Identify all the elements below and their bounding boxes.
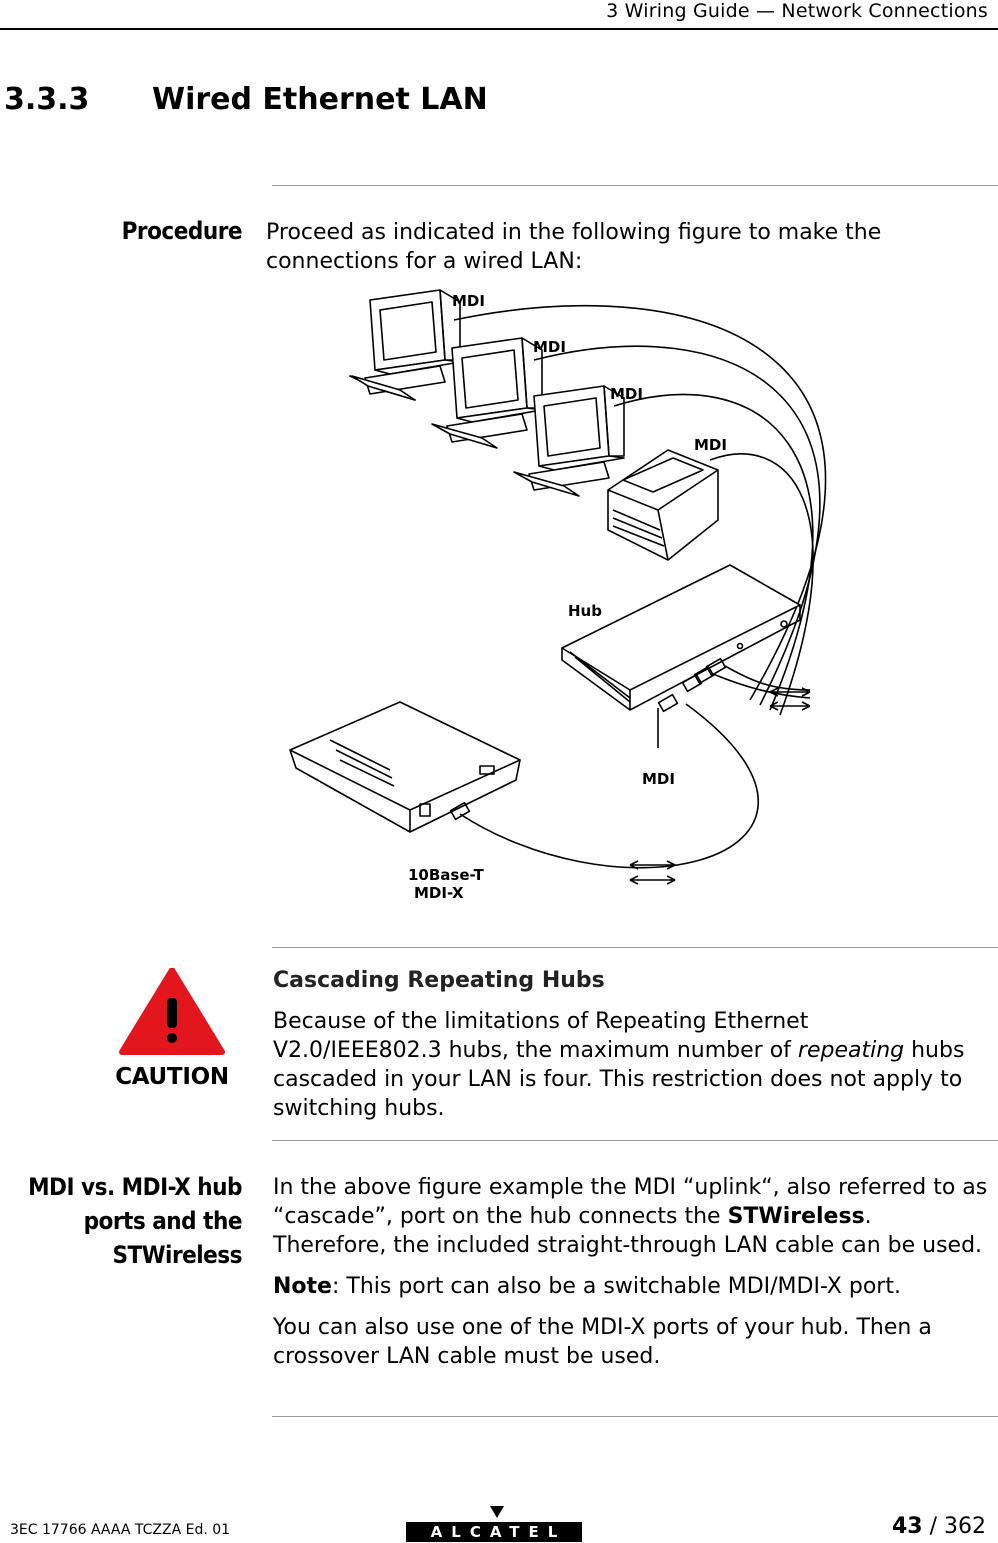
mdi-paragraph-1: In the above figure example the MDI “upl… [273, 1175, 988, 1258]
caution-text: Because of the limitations of Repeating … [273, 1009, 965, 1121]
hub-port-connectors [657, 657, 811, 713]
divider-footer [272, 1416, 998, 1417]
section-number: 3.3.3 [4, 82, 90, 117]
divider-mdi [272, 1140, 998, 1141]
label-mdi-4: MDI [694, 436, 727, 454]
side-heading-mdi: MDI vs. MDI-X hub ports and the STWirele… [28, 1173, 242, 1269]
label-mdi-3: MDI [610, 385, 643, 403]
divider-caution [272, 947, 998, 948]
side-heading-procedure: Procedure [121, 217, 243, 245]
stwireless-device-icon [289, 701, 521, 833]
mdi-note: Note: This port can also be a switchable… [273, 1274, 901, 1299]
header-rule [0, 28, 998, 30]
running-header: 3 Wiring Guide — Network Connections [606, 0, 988, 22]
mdi-paragraph-3: You can also use one of the MDI-X ports … [273, 1315, 932, 1369]
computer-icon [431, 337, 543, 449]
printer-icon [607, 449, 719, 561]
page-number: 43 / 362 [891, 1514, 986, 1539]
computer-icon [513, 385, 625, 497]
caution-block: Cascading Repeating Hubs Because of the … [273, 966, 973, 1135]
label-mdi-x: MDI-X [414, 884, 464, 902]
uplink-cable [459, 703, 759, 869]
divider-procedure [272, 185, 998, 186]
mdi-section-body: In the above figure example the MDI “upl… [273, 1173, 988, 1383]
caution-heading: Cascading Repeating Hubs [273, 968, 605, 993]
wired-lan-figure: MDI MDI MDI MDI Hub MDI 10Base-T MDI-X [289, 289, 827, 902]
doc-reference: 3EC 17766 AAAA TCZZA Ed. 01 [10, 1522, 231, 1538]
label-mdi-uplink: MDI [642, 770, 675, 788]
crossover-arrows-base [629, 860, 676, 885]
label-mdi-1: MDI [452, 292, 485, 310]
logo-text: ALCATEL [430, 1523, 567, 1541]
section-title: Wired Ethernet LAN [152, 82, 488, 117]
alcatel-logo: ALCATEL [406, 1502, 582, 1542]
caution-warning-icon [119, 968, 225, 1055]
crossover-arrows-hub [769, 687, 811, 711]
label-mdi-2: MDI [533, 338, 566, 356]
label-hub: Hub [568, 602, 602, 620]
caution-label: CAUTION [115, 1064, 229, 1090]
computer-icon [349, 289, 461, 401]
lan-cables [453, 304, 827, 716]
hub-icon [561, 564, 801, 711]
label-10base-t: 10Base-T [408, 866, 485, 884]
procedure-intro: Proceed as indicated in the following fi… [266, 220, 882, 274]
